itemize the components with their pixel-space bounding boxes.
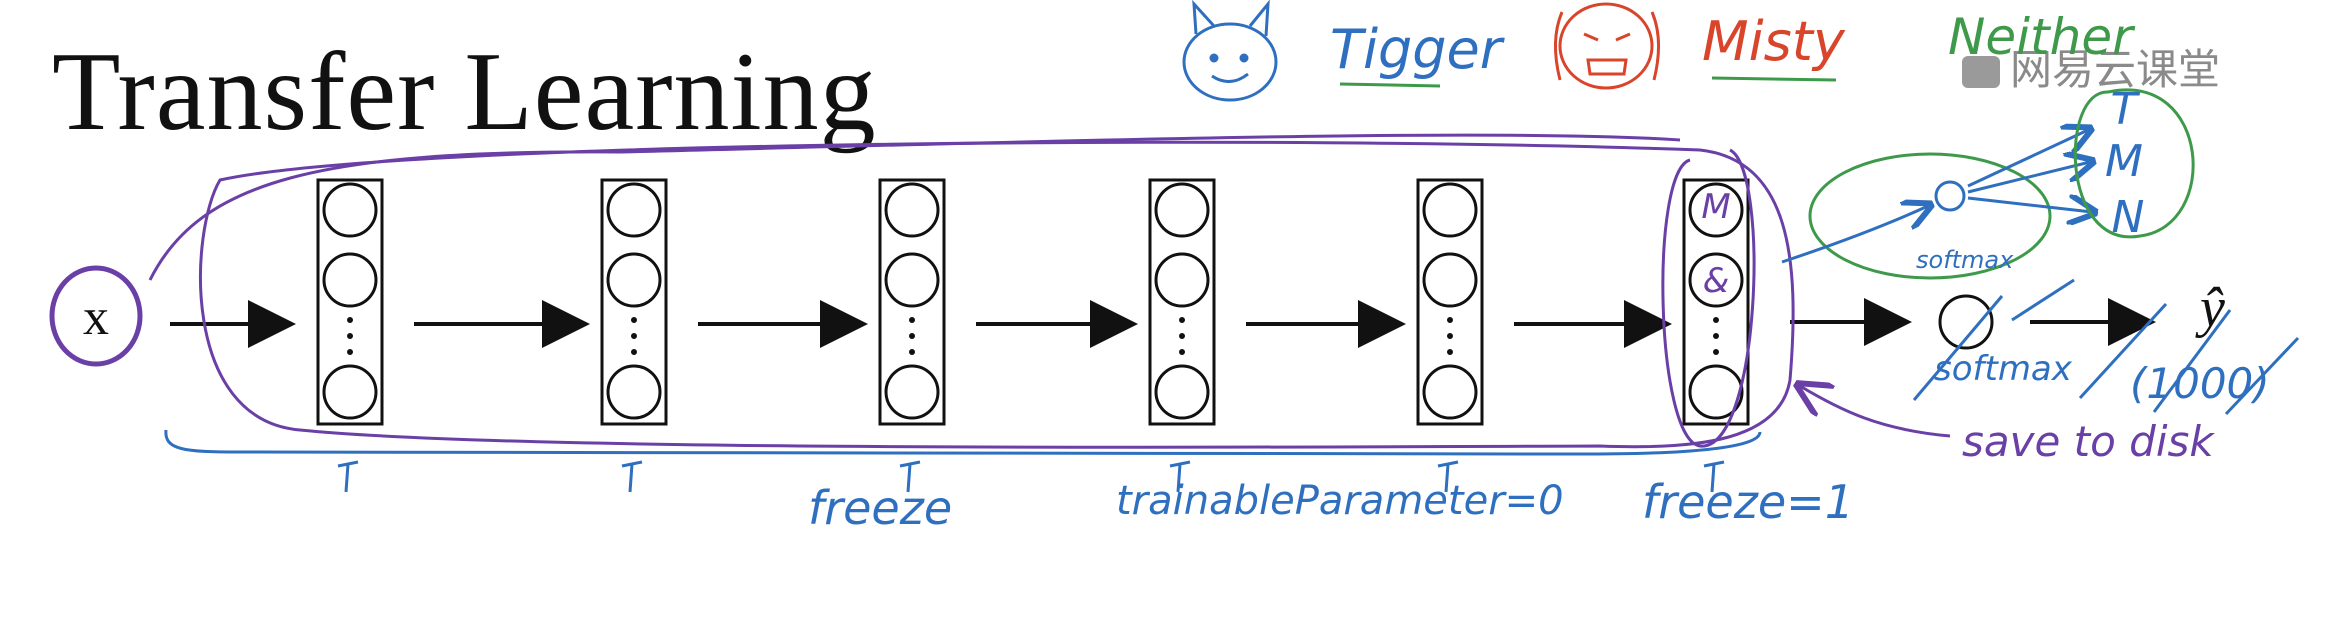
layer-ellipsis-dot xyxy=(1447,317,1453,323)
layer-ellipsis-dot xyxy=(347,317,353,323)
outputs-outline xyxy=(2073,88,2195,239)
tigger-underline xyxy=(1339,82,1441,88)
layer-ellipsis-dot xyxy=(909,317,915,323)
layer-ellipsis-dot xyxy=(631,333,637,339)
frozen-network-outline xyxy=(199,140,1795,449)
output-T-label: T xyxy=(2111,84,2141,135)
layer-unit xyxy=(322,364,378,420)
watermark: 网易云课堂 xyxy=(1962,36,2220,97)
tick-mark xyxy=(899,460,921,493)
layer-ellipsis-dot xyxy=(1179,317,1185,323)
layer-unit xyxy=(1422,182,1478,238)
freeze-eq-label: freeze=1 xyxy=(1642,475,1854,529)
output-label: ŷ xyxy=(2195,277,2225,339)
misty-label: Misty xyxy=(1702,10,1846,73)
new-softmax-label: softmax xyxy=(1916,246,2014,274)
frozen-network-outline-top xyxy=(148,133,1681,281)
new-softmax-outline xyxy=(1808,152,2052,280)
page-title: Transfer Learning xyxy=(52,30,877,154)
save-to-disk-label: save to disk xyxy=(1962,417,2215,466)
last-layer-mark-1: M xyxy=(1701,187,1730,227)
layer-ellipsis-dot xyxy=(631,317,637,323)
layer-4 xyxy=(1148,178,1216,426)
layer-ellipsis-dot xyxy=(909,349,915,355)
layer-unit xyxy=(1422,364,1478,420)
layer-unit xyxy=(884,252,940,308)
layer-unit xyxy=(884,364,940,420)
layer-unit xyxy=(1688,364,1744,420)
layer-unit xyxy=(1422,252,1478,308)
layer-unit xyxy=(1688,252,1744,308)
output-M-label: M xyxy=(2105,136,2143,187)
layer-ellipsis-dot xyxy=(1447,333,1453,339)
misty-underline xyxy=(1711,76,1837,82)
neither-label: Neither xyxy=(1948,8,2136,66)
layer-unit xyxy=(606,364,662,420)
tigger-face-icon xyxy=(1182,0,1278,102)
layer-unit xyxy=(1688,182,1744,238)
layer-unit xyxy=(1154,252,1210,308)
last-layer-mark-2: & xyxy=(1703,261,1730,301)
input-label: x xyxy=(83,289,109,346)
layer-ellipsis-dot xyxy=(1713,349,1719,355)
layer-ellipsis-dot xyxy=(909,333,915,339)
layer-box xyxy=(600,178,668,426)
tick-mark xyxy=(1169,460,1191,493)
layer-box xyxy=(1416,178,1484,426)
output-T-arrow xyxy=(1967,130,2088,188)
output-node xyxy=(1938,294,1994,350)
new-softmax-arrow xyxy=(1781,206,1928,264)
layer-unit xyxy=(322,182,378,238)
layer-ellipsis-dot xyxy=(1713,317,1719,323)
netease-logo-icon xyxy=(1962,56,2000,88)
tigger-label: Tigger xyxy=(1330,18,1505,81)
layer-2 xyxy=(600,178,668,426)
tick-mark xyxy=(1437,460,1459,493)
layer-box xyxy=(878,178,946,426)
thousand-label: (1000) xyxy=(2130,359,2270,408)
layers-brace xyxy=(164,429,1762,456)
layer-6 xyxy=(1682,178,1750,426)
layer-3 xyxy=(878,178,946,426)
layer-ellipsis-dot xyxy=(1179,349,1185,355)
layer-ellipsis-dot xyxy=(1713,333,1719,339)
layer-box xyxy=(1682,178,1750,426)
tick-mark xyxy=(621,460,643,493)
freeze-label: freeze xyxy=(808,481,952,535)
save-to-disk-arrow xyxy=(1800,386,1951,438)
layer-5 xyxy=(1416,178,1484,426)
layer-tick-marks xyxy=(337,460,1725,493)
layer-unit xyxy=(606,252,662,308)
layer-box xyxy=(1148,178,1216,426)
layer-box xyxy=(316,178,384,426)
layer-ellipsis-dot xyxy=(631,349,637,355)
layer-1 xyxy=(316,178,384,426)
layer-unit xyxy=(884,182,940,238)
layer-unit xyxy=(322,252,378,308)
old-softmax-label: softmax xyxy=(1934,349,2073,389)
new-softmax-node xyxy=(1934,180,1966,212)
layer-unit xyxy=(606,182,662,238)
last-layer-loop xyxy=(1661,148,1756,448)
output-N-arrow xyxy=(1967,198,2092,212)
output-M-arrow xyxy=(1967,162,2090,194)
layer-unit xyxy=(1154,364,1210,420)
input-node-circle xyxy=(49,265,143,367)
crossed-out-strokes xyxy=(1912,278,2300,416)
hidden-layers xyxy=(170,178,1750,426)
tick-mark xyxy=(337,460,359,493)
layer-ellipsis-dot xyxy=(347,333,353,339)
layer-ellipsis-dot xyxy=(347,349,353,355)
trainable-parameter-label: trainableParameter=0 xyxy=(1116,478,1564,524)
layer-unit xyxy=(1154,182,1210,238)
layer-ellipsis-dot xyxy=(1179,333,1185,339)
layer-ellipsis-dot xyxy=(1447,349,1453,355)
misty-face-icon xyxy=(1553,2,1661,90)
watermark-text: 网易云课堂 xyxy=(2010,45,2221,94)
tick-mark xyxy=(1703,460,1725,493)
